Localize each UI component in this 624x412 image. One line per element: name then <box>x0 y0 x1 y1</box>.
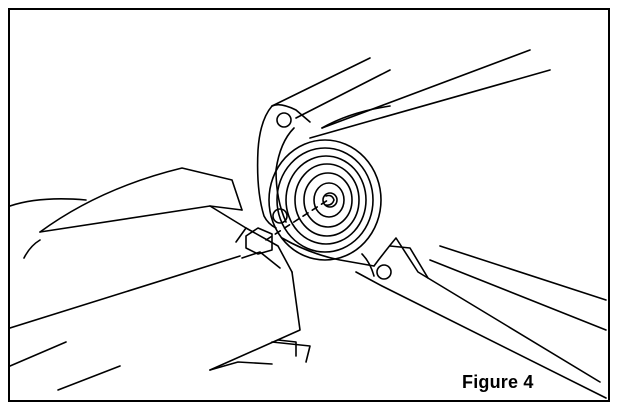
figure-caption: Figure 4 <box>462 372 534 392</box>
coil-spring <box>268 139 382 261</box>
roller-housing <box>256 49 551 229</box>
mounting-bracket <box>10 167 311 391</box>
bottom-rail <box>281 237 607 399</box>
figure-frame: Figure 4 <box>8 8 610 402</box>
background-arc <box>10 198 87 207</box>
roller-spring-assembly-illustration <box>10 49 607 399</box>
alignment-dashed-line <box>265 199 329 241</box>
